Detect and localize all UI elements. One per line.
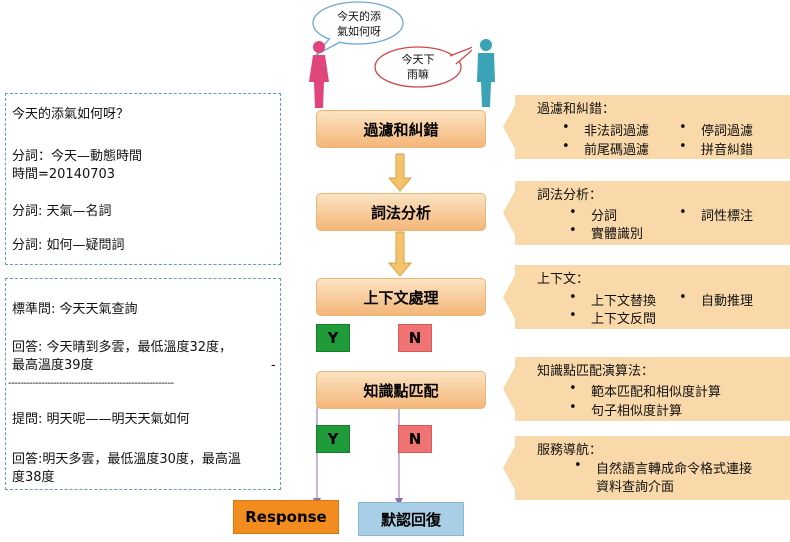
follow-up-question: 提問: 明天呢——明天天氣如何 — [12, 412, 190, 427]
segment-how: 分詞: 如何—疑問詞 — [12, 238, 125, 253]
info-pointer — [503, 191, 515, 235]
divider-line: ----------------------------------------… — [8, 378, 174, 389]
info-lexical-analysis: 詞法分析： 分詞 詞性標注 實體識別 — [503, 181, 790, 245]
male-utterance: 今天下 雨嘛 — [401, 53, 435, 81]
info-item: 上下文替換 — [569, 290, 656, 309]
dialog-analysis-panel: 今天的添氣如何呀？ 分詞：今天—動態時間 時間=20140703 分詞: 天氣—… — [5, 93, 281, 265]
response-box: Response — [233, 500, 339, 534]
info-title: 過濾和糾錯： — [537, 102, 616, 117]
answer-1-dash: - — [271, 358, 276, 373]
info-item: 停詞過濾 — [679, 120, 753, 139]
info-service-navigation: 服務導航： 自然語言轉成命令格式連接 資料查詢介面 — [503, 436, 790, 500]
branch-no-match: N — [398, 425, 432, 453]
info-item: 實體識別 — [569, 223, 643, 242]
segment-weather: 分詞: 天氣—名詞 — [12, 204, 112, 219]
female-user-icon — [309, 41, 329, 108]
female-utterance: 今天的添 氣如何呀 — [337, 10, 381, 38]
answer-1-line-1: 回答: 今天晴到多雲，最低溫度32度， — [12, 340, 233, 355]
branch-yes-context: Y — [316, 324, 350, 352]
info-title: 上下文： — [537, 272, 590, 287]
info-pointer — [503, 105, 515, 149]
info-item: 詞性標注 — [679, 205, 753, 224]
info-knowledge-matching: 知識點匹配演算法： 範本匹配和相似度計算 句子相似度計算 — [503, 357, 790, 421]
branch-no-context: N — [398, 324, 432, 352]
male-user-icon — [477, 39, 495, 107]
answer-2-line-1: 回答:明天多雲，最低溫度30度，最高溫 — [12, 452, 241, 467]
info-filter-correct: 過濾和糾錯： 非法詞過濾 停詞過濾 前尾碼過濾 拼音糾錯 — [503, 95, 790, 159]
info-pointer — [503, 275, 515, 319]
segment-today: 分詞：今天—動態時間 — [12, 149, 143, 164]
info-item-continued: 資料查詢介面 — [596, 480, 675, 495]
info-item: 非法詞過濾 — [562, 120, 649, 139]
branch-yes-match: Y — [316, 425, 350, 453]
answer-1-line-2: 最高溫度39度 — [12, 358, 94, 373]
info-item: 上下文反問 — [569, 308, 656, 327]
info-pointer — [503, 367, 515, 411]
info-item: 拼音糾錯 — [679, 139, 753, 158]
dialog-question: 今天的添氣如何呀？ — [12, 107, 130, 122]
info-item: 自然語言轉成命令格式連接 — [574, 458, 752, 477]
info-item: 前尾碼過濾 — [562, 139, 649, 158]
default-reply-box: 默認回復 — [358, 502, 464, 536]
arrow-down-1 — [387, 153, 413, 192]
answer-2-line-2: 度38度 — [12, 470, 55, 485]
info-item: 句子相似度計算 — [569, 400, 682, 419]
step-knowledge-matching: 知識點匹配 — [316, 371, 486, 409]
step-filter-correct: 過濾和糾錯 — [316, 110, 486, 148]
step-lexical-analysis: 詞法分析 — [316, 193, 486, 231]
info-context: 上下文： 上下文替換 自動推理 上下文反問 — [503, 265, 790, 329]
arrow-down-2 — [387, 231, 413, 277]
info-title: 詞法分析： — [537, 188, 603, 203]
info-item: 範本匹配和相似度計算 — [569, 381, 721, 400]
segment-date: 時間=20140703 — [12, 167, 116, 182]
info-item: 自動推理 — [679, 290, 753, 309]
speech-bubble-male — [374, 46, 472, 88]
answer-panel: 標準問: 今天天氣查詢 回答: 今天晴到多雲，最低溫度32度， 最高溫度39度 … — [5, 278, 281, 490]
info-item: 分詞 — [569, 205, 617, 224]
step-context-processing: 上下文處理 — [316, 278, 486, 316]
info-title: 服務導航： — [537, 443, 603, 458]
info-pointer — [503, 446, 515, 490]
info-title: 知識點匹配演算法： — [537, 364, 655, 379]
standard-question: 標準問: 今天天氣查詢 — [12, 302, 138, 317]
